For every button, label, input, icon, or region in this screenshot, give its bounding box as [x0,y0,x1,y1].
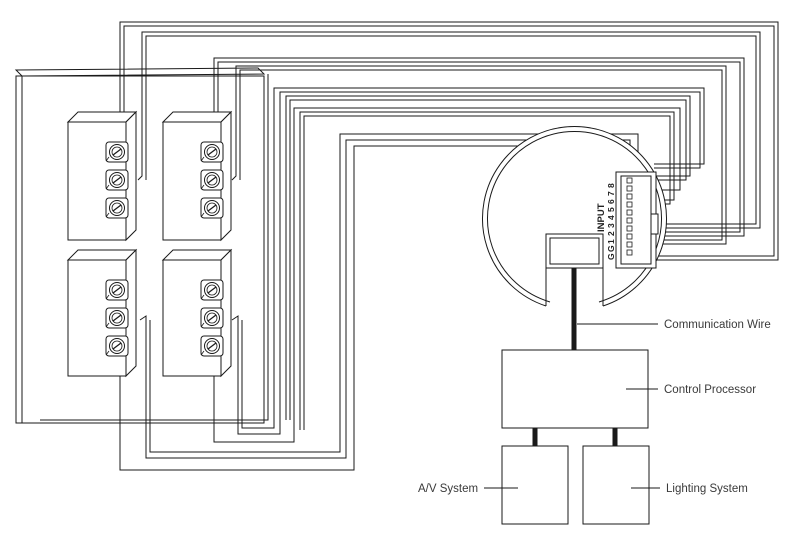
av-system-box [501,445,569,525]
keypad-bottom-left [66,248,138,378]
input-label: INPUT [596,203,607,232]
pin-label-1: 1 [606,239,616,244]
pin-label-6: 6 [606,199,616,204]
keypad-top-left [66,110,138,242]
pin-label-5: 5 [606,207,616,212]
pin-label-3: 3 [606,223,616,228]
control-processor-box [501,349,649,429]
lighting-system-box [582,445,650,525]
lighting-system-label: Lighting System [666,483,748,495]
pin-label-4: 4 [606,215,616,220]
control-processor-label: Control Processor [664,384,756,396]
keypad-top-right [161,110,233,242]
av-system-label: A/V System [418,483,478,495]
communication-wire-label: Communication Wire [664,319,771,331]
input-interface-device [482,126,667,307]
keypad-bottom-right [161,248,233,378]
pin-label-8: 8 [606,183,616,188]
pin-label-2: 2 [606,231,616,236]
wires [40,21,779,471]
pin-label-g1: G [606,253,616,260]
pin-label-7: 7 [606,191,616,196]
pin-label-g2: G [606,245,616,252]
